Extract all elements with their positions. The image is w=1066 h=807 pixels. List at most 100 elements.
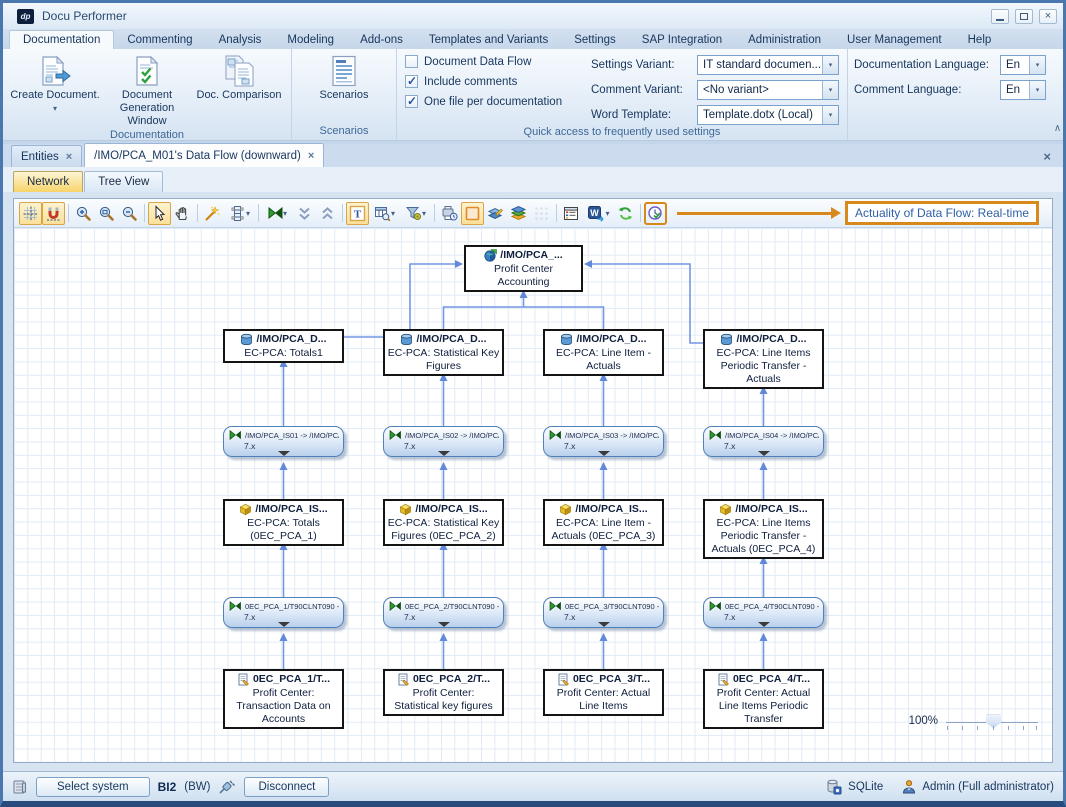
expand-triangle-icon[interactable] <box>278 622 290 627</box>
highlight-frame-button[interactable] <box>461 202 484 225</box>
close-tab-group-button[interactable]: × <box>1039 149 1055 167</box>
expand-triangle-icon[interactable] <box>758 451 770 456</box>
disconnect-button[interactable]: Disconnect <box>244 777 329 797</box>
close-tab-icon[interactable]: × <box>308 150 314 162</box>
transformation-node[interactable]: 0EC_PCA_2/T90CLNT090 -> /I...7.x <box>383 597 504 628</box>
transformation-version: 7.x <box>244 440 339 451</box>
select-system-button[interactable]: Select system <box>36 777 150 797</box>
maximize-button[interactable] <box>1015 9 1033 24</box>
expand-triangle-icon[interactable] <box>598 451 610 456</box>
infosource-node[interactable]: /IMO/PCA_IS...EC-PCA: Statistical KeyFig… <box>383 499 504 546</box>
word-export-button[interactable]: W▾ <box>583 202 614 225</box>
report-generation-button[interactable] <box>438 202 461 225</box>
combo-dropdown-button[interactable]: ▾ <box>822 56 838 74</box>
infosource-node[interactable]: /IMO/PCA_IS...EC-PCA: Line Item -Actuals… <box>543 499 664 546</box>
filter-settings-button[interactable]: ▾ <box>400 202 431 225</box>
ribbon-group-documentation: Create Document. ▾Document Generation Wi… <box>3 49 292 140</box>
ribbon-tab-administration[interactable]: Administration <box>735 31 834 49</box>
layers-edit-button[interactable] <box>484 202 507 225</box>
expand-triangle-icon[interactable] <box>758 622 770 627</box>
ribbon-tab-templates-and-variants[interactable]: Templates and Variants <box>416 31 561 49</box>
layers-stack-button[interactable] <box>507 202 530 225</box>
combo-documentation-language[interactable]: En▾ <box>1000 55 1046 75</box>
transformation-button[interactable]: ▾ <box>262 202 293 225</box>
combo-dropdown-button[interactable]: ▾ <box>822 81 838 99</box>
combo-comment-language[interactable]: En▾ <box>1000 80 1046 100</box>
auto-layout-button[interactable] <box>201 202 224 225</box>
view-tab-network[interactable]: Network <box>13 171 83 192</box>
zoom-out-button[interactable] <box>118 202 141 225</box>
close-tab-icon[interactable]: × <box>66 151 72 163</box>
datasource-node[interactable]: 0EC_PCA_4/T...Profit Center: ActualLine … <box>703 669 824 729</box>
document-tab-entities[interactable]: Entities× <box>11 145 82 167</box>
provider-node[interactable]: /IMO/PCA_D...EC-PCA: Line Item -Actuals <box>543 329 664 376</box>
transformation-node[interactable]: /IMO/PCA_IS04 -> /IMO/PCA...7.x <box>703 426 824 457</box>
transformation-node[interactable]: /IMO/PCA_IS01 -> /IMO/PCA...7.x <box>223 426 344 457</box>
pan-hand-button[interactable] <box>171 202 194 225</box>
expand-triangle-icon[interactable] <box>278 451 290 456</box>
ribbon-tab-sap-integration[interactable]: SAP Integration <box>629 31 735 49</box>
ribbon-tab-help[interactable]: Help <box>955 31 1005 49</box>
datasource-node[interactable]: 0EC_PCA_1/T...Profit Center:Transaction … <box>223 669 344 729</box>
transformation-node[interactable]: 0EC_PCA_3/T90CLNT090 -> /I...7.x <box>543 597 664 628</box>
provider-node[interactable]: /IMO/PCA_D...EC-PCA: Line ItemsPeriodic … <box>703 329 824 389</box>
ribbon-tab-user-management[interactable]: User Management <box>834 31 955 49</box>
transformation-node[interactable]: 0EC_PCA_4/T90CLNT090 -> /I...7.x <box>703 597 824 628</box>
ribbon-button-scenarios[interactable]: Scenarios <box>298 52 390 124</box>
system-name: BI2 <box>158 780 177 794</box>
row-layout-button[interactable]: ▾ <box>224 202 255 225</box>
minimize-button[interactable] <box>991 9 1009 24</box>
diagram-canvas[interactable]: 100% /IMO/PCA_...Profit CenterAccounting… <box>14 228 1052 762</box>
collapse-ribbon-button[interactable]: ∧ <box>1052 49 1063 140</box>
actuality-clock-button[interactable] <box>644 202 667 225</box>
provider-node[interactable]: /IMO/PCA_D...EC-PCA: Statistical KeyFigu… <box>383 329 504 376</box>
ribbon-tab-documentation[interactable]: Documentation <box>9 30 114 49</box>
checkbox-one-file-per-documentation[interactable]: One file per documentation <box>405 95 577 108</box>
ribbon-tab-analysis[interactable]: Analysis <box>206 31 275 49</box>
combo-dropdown-button[interactable]: ▾ <box>1029 81 1045 99</box>
zoom-in-button[interactable] <box>72 202 95 225</box>
expand-triangle-icon[interactable] <box>438 622 450 627</box>
zoom-fit-button[interactable] <box>95 202 118 225</box>
transformation-node[interactable]: /IMO/PCA_IS03 -> /IMO/PCA...7.x <box>543 426 664 457</box>
ribbon-tab-commenting[interactable]: Commenting <box>114 31 205 49</box>
expand-triangle-icon[interactable] <box>598 622 610 627</box>
ribbon-button-doc-comparison[interactable]: Doc. Comparison <box>193 52 285 128</box>
ribbon-button-create-document[interactable]: Create Document. ▾ <box>9 52 101 128</box>
provider-node[interactable]: /IMO/PCA_D...EC-PCA: Totals1 <box>223 329 344 363</box>
refresh-button[interactable] <box>614 202 637 225</box>
user-label[interactable]: Admin (Full administrator) <box>922 781 1054 793</box>
datasource-node[interactable]: 0EC_PCA_3/T...Profit Center: ActualLine … <box>543 669 664 716</box>
combo-word-template[interactable]: Template.dotx (Local)▾ <box>697 105 839 125</box>
collapse-all-button[interactable] <box>316 202 339 225</box>
database-label[interactable]: SQLite <box>848 781 883 793</box>
legend-table-button[interactable] <box>560 202 583 225</box>
close-button[interactable]: × <box>1039 9 1057 24</box>
datasource-node[interactable]: 0EC_PCA_2/T...Profit Center:Statistical … <box>383 669 504 716</box>
pointer-button[interactable] <box>148 202 171 225</box>
transformation-node[interactable]: 0EC_PCA_1/T90CLNT090 -> /I...7.x <box>223 597 344 628</box>
ribbon-tab-settings[interactable]: Settings <box>561 31 629 49</box>
expand-all-button[interactable] <box>293 202 316 225</box>
view-tab-tree-view[interactable]: Tree View <box>84 171 163 192</box>
infosource-node[interactable]: /IMO/PCA_IS...EC-PCA: Totals(0EC_PCA_1) <box>223 499 344 546</box>
text-labels-button[interactable]: T <box>346 202 369 225</box>
transformation-node[interactable]: /IMO/PCA_IS02 -> /IMO/PCA...7.x <box>383 426 504 457</box>
ribbon-button-document-generation-window[interactable]: Document Generation Window <box>101 52 193 128</box>
combo-dropdown-button[interactable]: ▾ <box>822 106 838 124</box>
infosource-node[interactable]: /IMO/PCA_IS...EC-PCA: Line ItemsPeriodic… <box>703 499 824 559</box>
combo-settings-variant[interactable]: IT standard documen...▾ <box>697 55 839 75</box>
ribbon-tab-modeling[interactable]: Modeling <box>274 31 347 49</box>
infoarea-node[interactable]: /IMO/PCA_...Profit CenterAccounting <box>464 245 583 292</box>
combo-comment-variant[interactable]: <No variant>▾ <box>697 80 839 100</box>
zoom-slider[interactable] <box>946 722 1038 723</box>
snap-grid-button[interactable] <box>19 202 42 225</box>
checkbox-document-data-flow[interactable]: Document Data Flow <box>405 55 577 68</box>
checkbox-include-comments[interactable]: Include comments <box>405 75 577 88</box>
document-tab-imo-pca-m01-s-data-flow-downward[interactable]: /IMO/PCA_M01's Data Flow (downward)× <box>84 143 324 167</box>
combo-dropdown-button[interactable]: ▾ <box>1029 56 1045 74</box>
expand-triangle-icon[interactable] <box>438 451 450 456</box>
table-search-button[interactable]: ▾ <box>369 202 400 225</box>
ribbon-tab-add-ons[interactable]: Add-ons <box>347 31 416 49</box>
snap-magnet-button[interactable] <box>42 202 65 225</box>
